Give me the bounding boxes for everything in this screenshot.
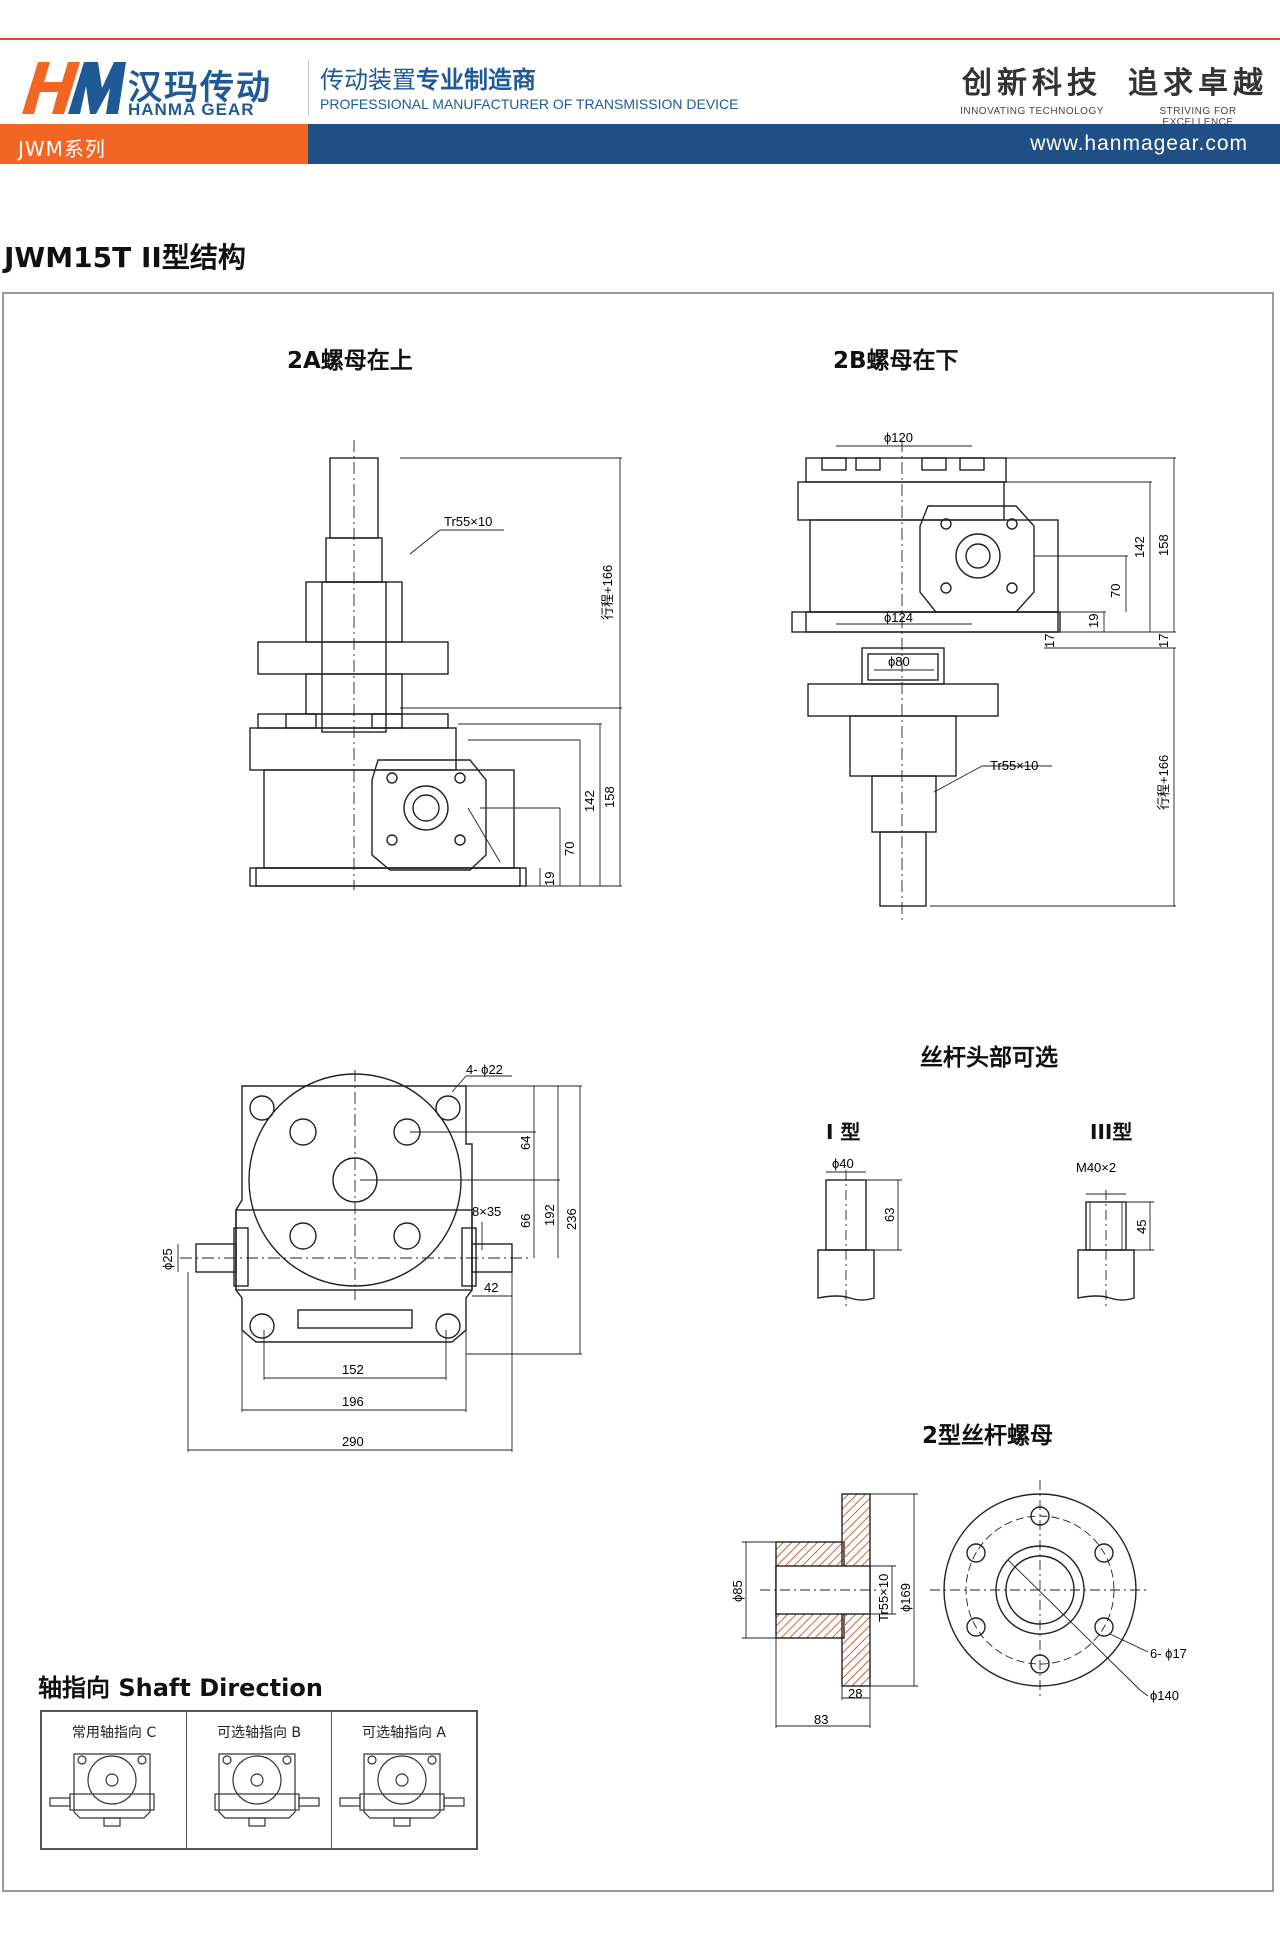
header-top-line bbox=[0, 38, 1280, 40]
dim-nut-holes: 6- ϕ17 bbox=[1150, 1646, 1187, 1661]
gearbox-icon-c bbox=[49, 1753, 155, 1827]
dim-plan-v236: 236 bbox=[564, 1208, 579, 1230]
dim-2b-h158: 158 bbox=[1156, 534, 1171, 556]
dim-plan-holes: 4- ϕ22 bbox=[466, 1062, 503, 1077]
dim-2b-stroke: 行程+166 bbox=[1156, 755, 1171, 810]
view-2b-title: 2B螺母在下 bbox=[833, 348, 959, 374]
dim-plan-h152: 152 bbox=[342, 1362, 364, 1377]
drawing-head-options bbox=[817, 1170, 1154, 1310]
page-title: JWM15T II型结构 bbox=[4, 241, 246, 274]
dim-plan-v192: 192 bbox=[542, 1204, 557, 1226]
dim-2b-d124: ϕ124 bbox=[884, 610, 913, 625]
dim-plan-key: 8×35 bbox=[472, 1204, 501, 1219]
tagline-en: PROFESSIONAL MANUFACTURER OF TRANSMISSIO… bbox=[320, 96, 739, 112]
nut-title: 2型丝杆螺母 bbox=[922, 1423, 1054, 1449]
gearbox-icon-b bbox=[214, 1753, 320, 1827]
dim-2a-stroke: 行程+166 bbox=[600, 565, 615, 620]
shaft-direction-a: 可选轴指向 A bbox=[332, 1712, 476, 1848]
shaft-direction-c: 常用轴指向 C bbox=[42, 1712, 187, 1848]
dim-plan-shaft: ϕ25 bbox=[160, 1248, 175, 1270]
dim-2b-thread: Tr55×10 bbox=[990, 758, 1038, 773]
dim-2a-h158: 158 bbox=[602, 786, 617, 808]
hanma-logo-icon bbox=[22, 58, 126, 118]
series-band: JWM系列 bbox=[0, 124, 308, 164]
dim-nut-w28: 28 bbox=[848, 1686, 862, 1701]
dim-head-t1-h: 63 bbox=[882, 1208, 897, 1222]
shaft-direction-b-label: 可选轴指向 B bbox=[216, 1725, 302, 1741]
dim-2b-d120: ϕ120 bbox=[884, 430, 913, 445]
dim-2a-thread: Tr55×10 bbox=[444, 514, 492, 529]
dim-2b-d80: ϕ80 bbox=[888, 654, 910, 669]
dim-2a-h70: 70 bbox=[562, 842, 577, 856]
dim-2a-h142: 142 bbox=[582, 790, 597, 812]
dim-head-t1-d: ϕ40 bbox=[832, 1156, 854, 1171]
shaft-direction-table: 常用轴指向 C 可选轴指向 B bbox=[40, 1710, 478, 1850]
dim-nut-d85: ϕ85 bbox=[730, 1580, 745, 1602]
shaft-direction-c-label: 常用轴指向 C bbox=[71, 1725, 157, 1741]
brand-name-en: HANMA GEAR bbox=[128, 100, 255, 119]
dim-2b-h19: 19 bbox=[1086, 614, 1101, 628]
slogan-innovation: 创新科技 INNOVATING TECHNOLOGY bbox=[960, 66, 1104, 117]
type3-title: III型 bbox=[1090, 1120, 1133, 1144]
dim-nut-tr: Tr55×10 bbox=[876, 1574, 891, 1622]
view-2a-title: 2A螺母在上 bbox=[287, 348, 413, 374]
slogan-excellence: 追求卓越 STRIVING FOR EXCELLENCE bbox=[1128, 66, 1268, 128]
drawing-plan bbox=[177, 1070, 582, 1452]
dim-head-t3-thread: M40×2 bbox=[1076, 1160, 1116, 1175]
dim-nut-d169: ϕ169 bbox=[898, 1583, 913, 1612]
dim-2b-h17b: 17 bbox=[1156, 634, 1171, 648]
website-link[interactable]: www.hanmagear.com bbox=[1030, 132, 1248, 155]
shaft-direction-b: 可选轴指向 B bbox=[187, 1712, 332, 1848]
drawing-frame bbox=[2, 292, 1274, 1892]
dim-2b-h70: 70 bbox=[1108, 584, 1123, 598]
dim-plan-h196: 196 bbox=[342, 1394, 364, 1409]
shaft-direction-title: 轴指向 Shaft Direction bbox=[38, 1674, 323, 1702]
dim-plan-h42: 42 bbox=[484, 1280, 498, 1295]
dim-plan-h290: 290 bbox=[342, 1434, 364, 1449]
dim-plan-v64: 64 bbox=[518, 1136, 533, 1150]
dim-plan-v66: 66 bbox=[518, 1214, 533, 1228]
dim-head-t3-h: 45 bbox=[1134, 1220, 1149, 1234]
header-divider bbox=[308, 60, 309, 116]
dim-2a-h19: 19 bbox=[542, 872, 557, 886]
drawing-2a bbox=[249, 440, 622, 890]
type1-title: I 型 bbox=[826, 1120, 861, 1144]
head-options-title: 丝杆头部可选 bbox=[920, 1045, 1058, 1071]
drawing-2b bbox=[791, 440, 1176, 920]
brand-name-cn: 汉玛传动 bbox=[128, 68, 272, 108]
dim-2b-h17a: 17 bbox=[1042, 634, 1057, 648]
page-header: 汉玛传动 HANMA GEAR 传动装置专业制造商 PROFESSIONAL M… bbox=[0, 40, 1280, 128]
website-band: www.hanmagear.com bbox=[308, 124, 1280, 164]
gearbox-icon-a bbox=[339, 1753, 465, 1827]
dim-nut-w83: 83 bbox=[814, 1712, 828, 1727]
tagline-cn: 传动装置专业制造商 bbox=[320, 66, 536, 94]
shaft-direction-a-label: 可选轴指向 A bbox=[361, 1725, 447, 1741]
drawing-nut bbox=[742, 1480, 1150, 1728]
dim-2b-h142: 142 bbox=[1132, 536, 1147, 558]
dim-nut-d140: ϕ140 bbox=[1150, 1688, 1179, 1703]
